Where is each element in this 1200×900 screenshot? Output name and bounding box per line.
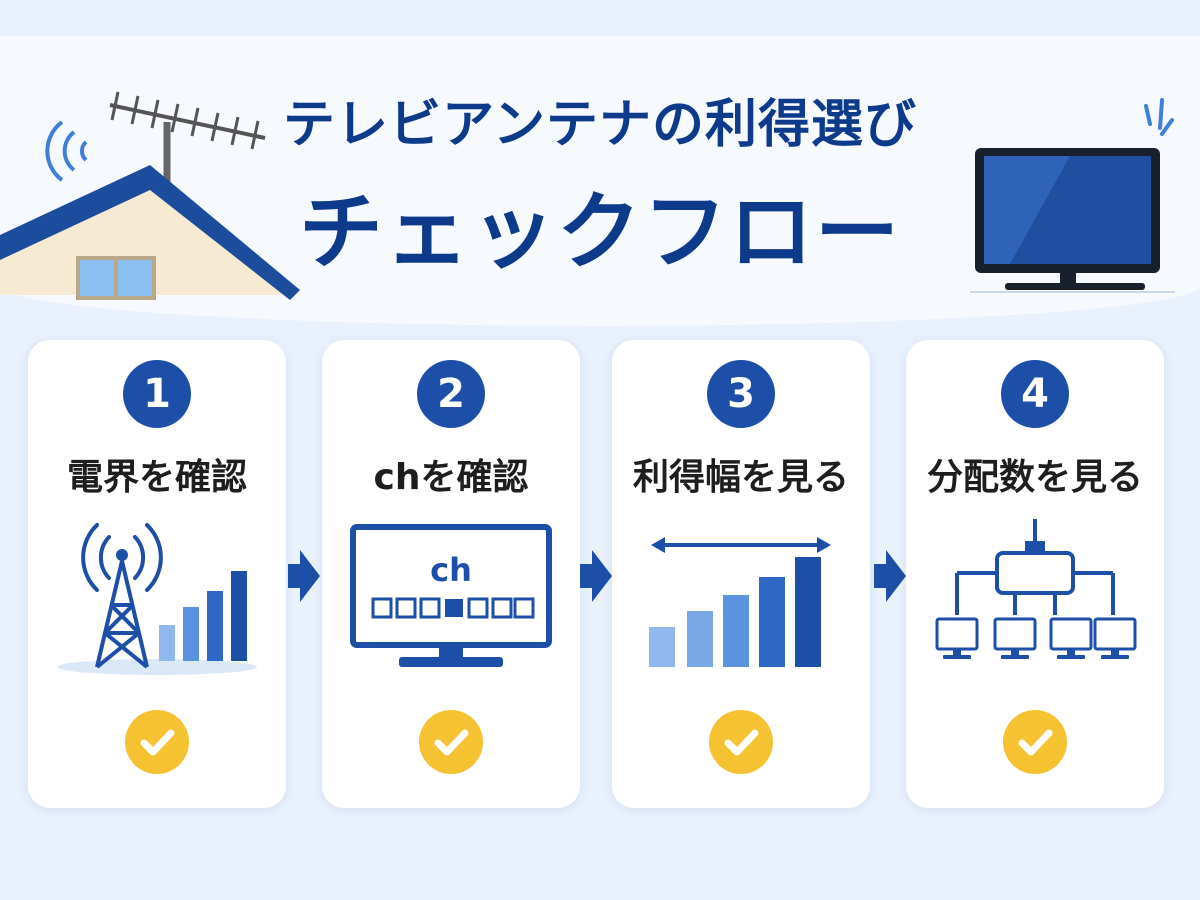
step-card-2: 2 chを確認 ch bbox=[322, 340, 580, 808]
check-icon bbox=[709, 710, 773, 774]
step-number-badge: 2 bbox=[417, 360, 485, 428]
splitter-icon bbox=[935, 519, 1137, 659]
channel-tv-icon: ch bbox=[350, 524, 552, 667]
step-label: 電界を確認 bbox=[66, 457, 247, 498]
step-card-4: 4 分配数を見る bbox=[906, 340, 1164, 808]
check-icon bbox=[419, 710, 483, 774]
step-label: 利得幅を見る bbox=[632, 457, 849, 498]
house-antenna-illustration bbox=[0, 91, 300, 300]
signal-tower-icon bbox=[57, 523, 257, 675]
step-number-badge: 1 bbox=[123, 360, 191, 428]
arrow-right-icon bbox=[874, 550, 906, 602]
step-number-badge: 4 bbox=[1001, 360, 1069, 428]
step-card-3: 3 利得幅を見る bbox=[612, 340, 870, 808]
check-icon bbox=[125, 710, 189, 774]
page-title: テレビアンテナの利得選び bbox=[283, 95, 917, 155]
gain-range-icon bbox=[649, 537, 831, 667]
step-label: chを確認 bbox=[373, 457, 529, 498]
tv-illustration bbox=[970, 98, 1175, 293]
arrow-right-icon bbox=[580, 550, 612, 602]
arrow-right-icon bbox=[288, 550, 320, 602]
step-label: 分配数を見る bbox=[926, 457, 1143, 498]
check-icon bbox=[1003, 710, 1067, 774]
channel-text: ch bbox=[430, 551, 472, 589]
step-number-badge: 3 bbox=[707, 360, 775, 428]
step-card-1: 1 電界を確認 bbox=[28, 340, 286, 808]
page-subtitle: チェックフロー bbox=[298, 183, 901, 281]
